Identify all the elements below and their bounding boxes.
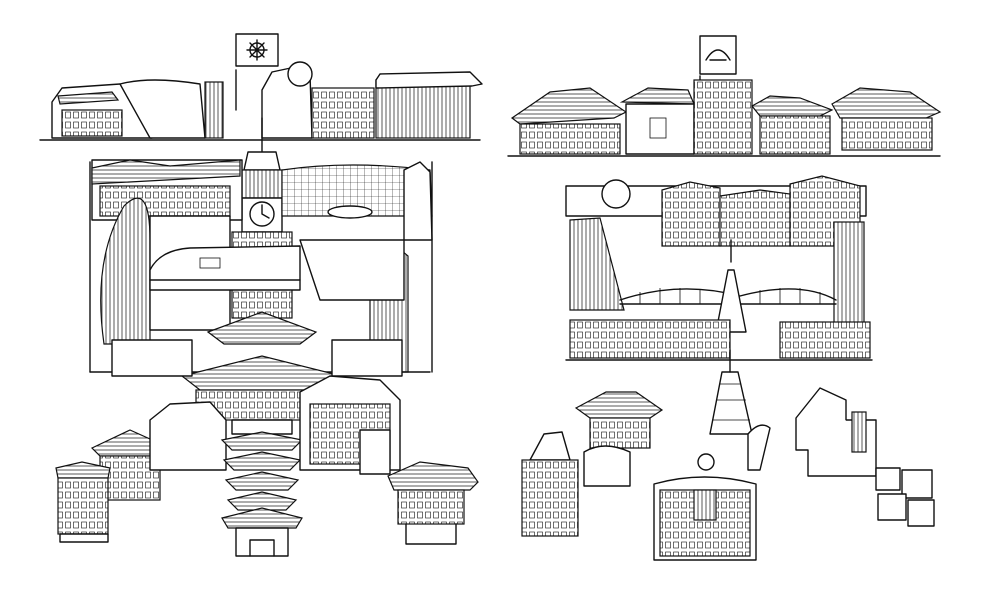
top-building-strip-right — [507, 79, 942, 157]
left-character-composition — [39, 33, 483, 557]
lower-right-buildings-right — [795, 387, 935, 527]
lower-right-buildings — [299, 375, 479, 545]
top-building-strip-left — [39, 61, 483, 141]
flag-emblem-left — [235, 33, 279, 111]
pagoda-gate — [111, 311, 403, 421]
lower-left-buildings — [55, 401, 227, 543]
five-story-pagoda — [220, 419, 304, 557]
tokyo-tower — [709, 349, 771, 471]
department-store — [653, 453, 757, 561]
middle-building-block — [89, 159, 433, 373]
lower-left-buildings-right — [521, 391, 664, 537]
right-character-composition — [507, 35, 942, 561]
middle-building-block-right — [565, 175, 873, 361]
flag-emblem-right — [699, 35, 737, 101]
